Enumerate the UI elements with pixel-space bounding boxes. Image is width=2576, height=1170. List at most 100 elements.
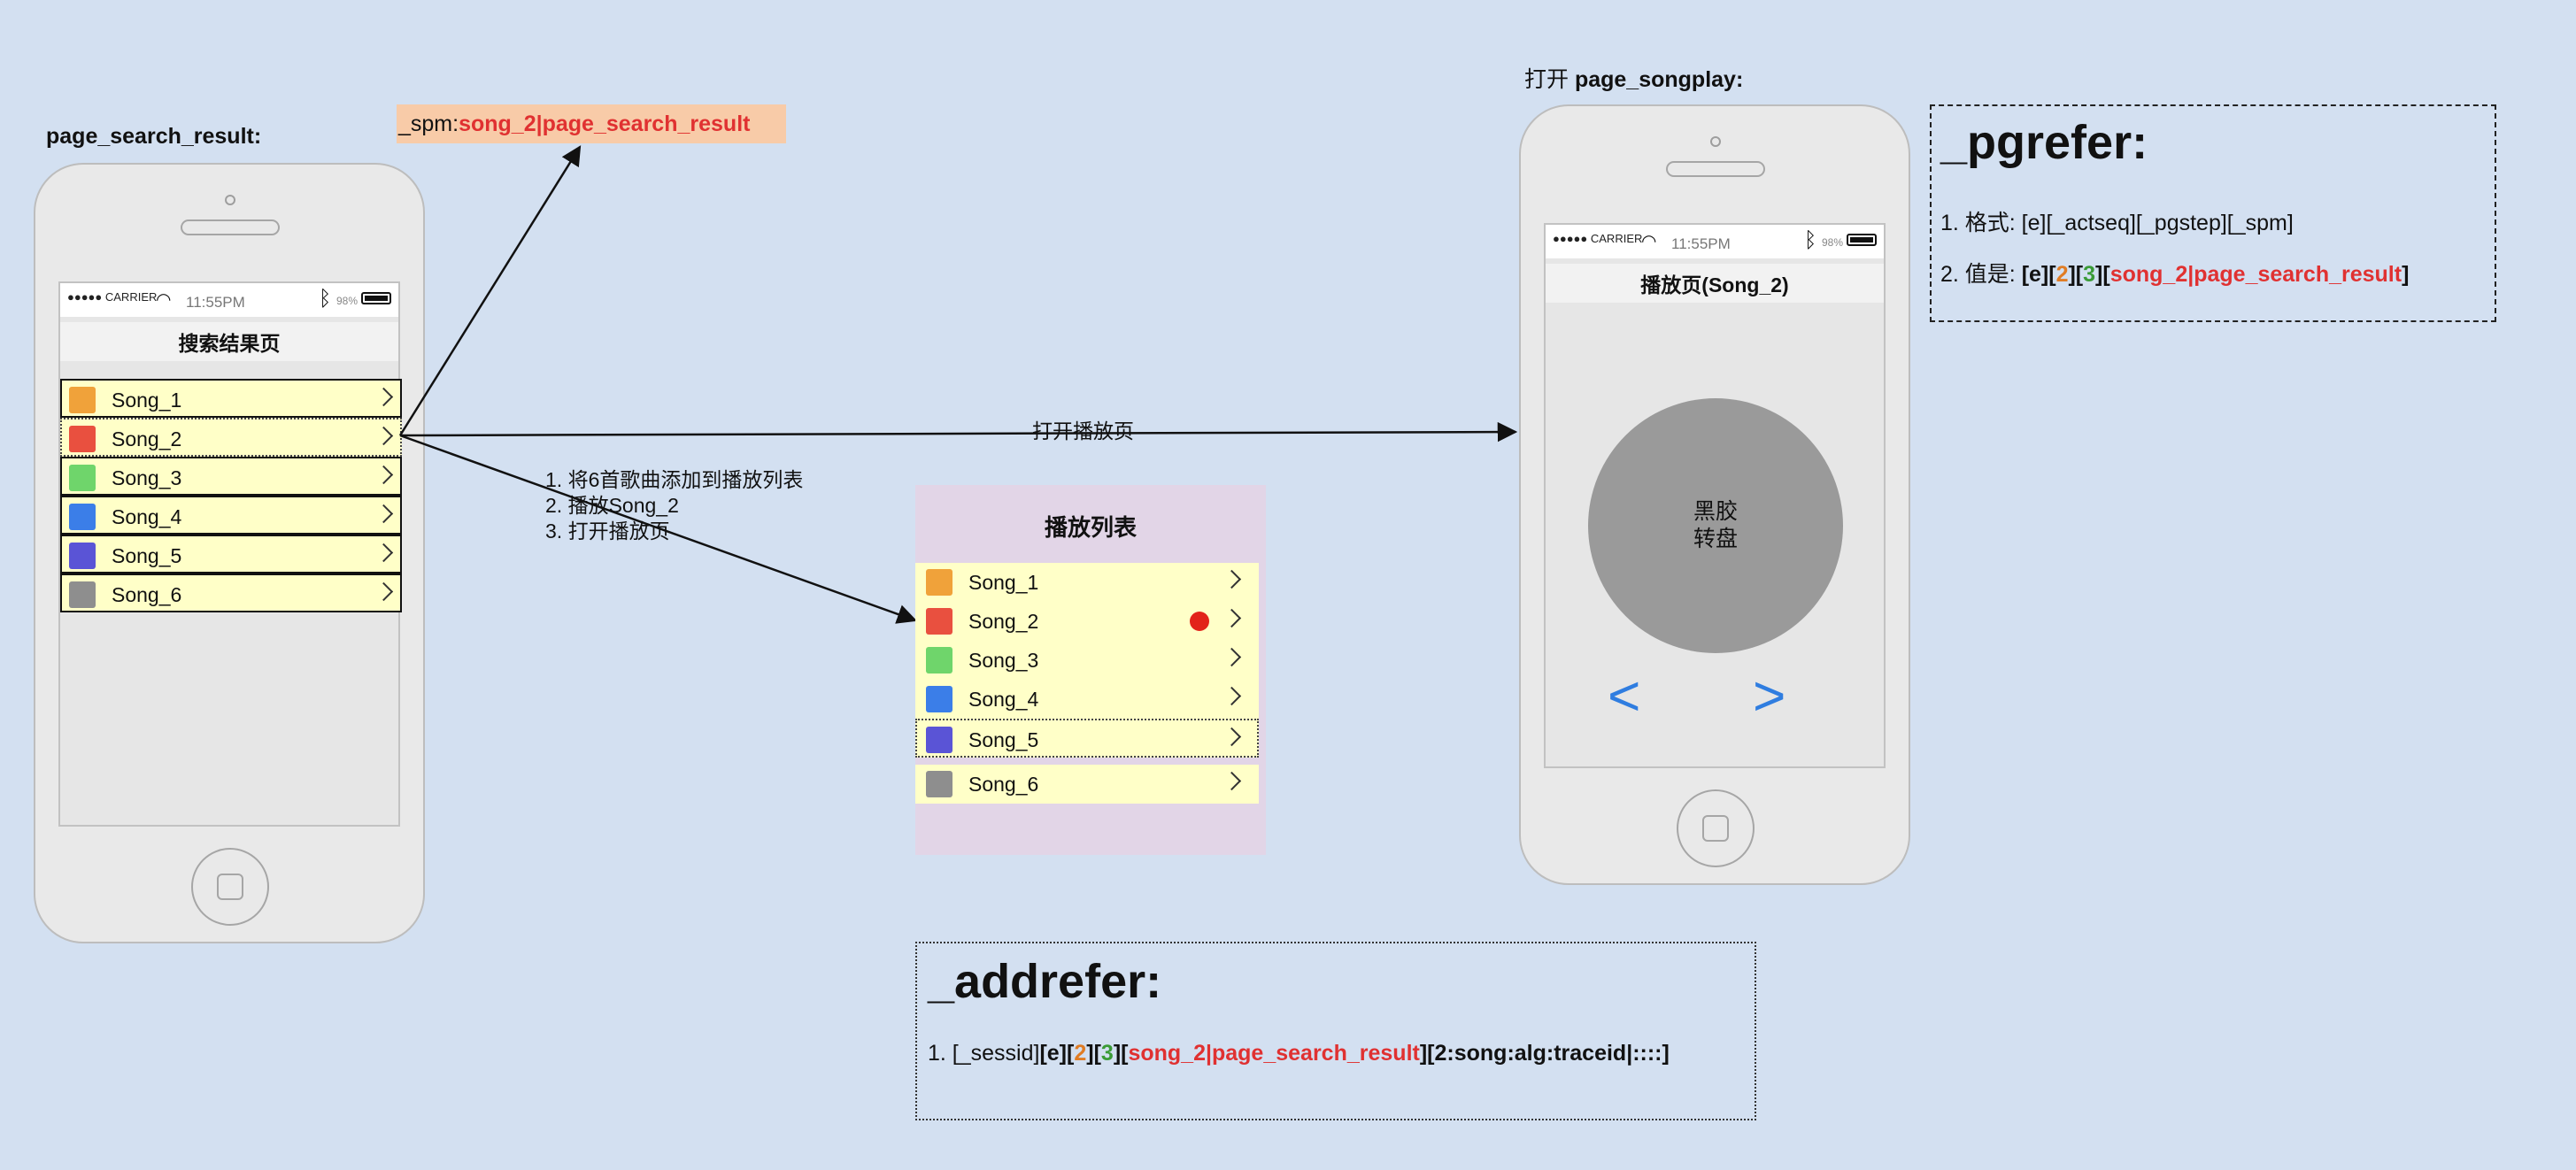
song-label: Song_4: [112, 505, 182, 528]
bracket: ][: [1086, 1041, 1101, 1066]
addrefer-e: [e]: [1039, 1041, 1068, 1066]
addrefer-value: 1. [_sessid][e][2][3][song_2|page_search…: [928, 1041, 1670, 1066]
status-time: 11:55PM: [1671, 235, 1731, 252]
speaker-icon: [1666, 161, 1765, 177]
search-nav-title: 搜索结果页: [60, 322, 398, 361]
playlist-song-row-6[interactable]: Song_6: [915, 765, 1259, 804]
vinyl-turntable[interactable]: 黑胶 转盘: [1588, 398, 1843, 653]
status-time: 11:55PM: [186, 294, 245, 311]
battery-text: 98%: [336, 295, 359, 307]
pgrefer-value-prefix: 2. 值是:: [1940, 262, 2022, 287]
addrefer-spm: song_2|page_search_result: [1128, 1041, 1420, 1066]
next-button[interactable]: >: [1753, 664, 1786, 727]
pgrefer-title: _pgrefer:: [1940, 116, 2148, 169]
playlist-panel: 播放列表 Song_1 Song_2 Song_3 Song_4 Song_5 …: [915, 485, 1266, 855]
songplay-screen: ●●●●● CARRIER ◠ 11:55PM ᛒ 98% 播放页(Song_2…: [1544, 223, 1886, 768]
search-song-row-5[interactable]: Song_5: [60, 535, 402, 573]
song-color-swatch: [926, 727, 953, 753]
pgrefer-spm: song_2|page_search_result: [2109, 262, 2402, 287]
pgrefer-box: _pgrefer: 1. 格式: [e][_actseq][_pgstep][_…: [1930, 104, 2496, 322]
pgrefer-e: [e]: [2021, 262, 2049, 287]
playlist-song-row-1[interactable]: Song_1: [915, 563, 1259, 602]
wifi-icon: ◠: [1641, 232, 1657, 251]
arrow-open-label: 打开播放页: [1032, 420, 1134, 443]
playlist-song-row-5[interactable]: Song_5: [915, 719, 1259, 758]
arrow-to-spm: [398, 145, 582, 436]
home-button[interactable]: [1677, 789, 1755, 867]
song-label: Song_4: [968, 688, 1039, 711]
home-button[interactable]: [191, 848, 269, 926]
now-playing-dot-icon: [1190, 612, 1209, 631]
addrefer-suffix: ][2:song:alg:traceid|::::]: [1419, 1041, 1670, 1066]
bracket: [: [2048, 262, 2056, 287]
song-color-swatch: [926, 608, 953, 635]
bracket: [: [1067, 1041, 1075, 1066]
song-label: Song_5: [112, 544, 182, 567]
song-label: Song_6: [112, 583, 182, 606]
chevron-right-icon: [1222, 727, 1242, 747]
pgrefer-value: 2. 值是: [e][2][3][song_2|page_search_resu…: [1940, 257, 2409, 289]
carrier-text: ●●●●● CARRIER: [67, 290, 158, 304]
songplay-label-name: page_songplay:: [1574, 67, 1744, 92]
song-label: Song_1: [968, 571, 1039, 594]
pgrefer-format: 1. 格式: [e][_actseq][_pgstep][_spm]: [1940, 211, 2294, 235]
chevron-right-icon: [1222, 771, 1242, 791]
addrefer-actseq: 2: [1074, 1041, 1087, 1066]
songplay-nav-title: 播放页(Song_2): [1546, 264, 1884, 303]
chevron-right-icon: [1222, 686, 1242, 706]
spm-label: _spm: song_2|page_search_result: [397, 104, 786, 143]
playlist-title: 播放列表: [1044, 514, 1137, 541]
search-song-row-4[interactable]: Song_4: [60, 496, 402, 535]
song-color-swatch: [69, 543, 96, 569]
song-label: Song_3: [968, 649, 1039, 672]
prev-button[interactable]: <: [1608, 664, 1641, 727]
search-song-row-1[interactable]: Song_1: [60, 379, 402, 418]
step-3: 3. 打开播放页: [545, 520, 670, 543]
chevron-right-icon: [1222, 608, 1242, 628]
addrefer-title: _addrefer:: [928, 955, 1162, 1008]
search-song-row-6[interactable]: Song_6: [60, 573, 402, 612]
camera-icon: [225, 195, 235, 205]
battery-icon: [361, 292, 391, 304]
songplay-phone: ●●●●● CARRIER ◠ 11:55PM ᛒ 98% 播放页(Song_2…: [1519, 104, 1910, 885]
playlist-song-row-3[interactable]: Song_3: [915, 641, 1259, 680]
song-color-swatch: [926, 771, 953, 797]
song-label: Song_5: [968, 728, 1039, 751]
song-color-swatch: [69, 504, 96, 530]
vinyl-label-line1: 黑胶: [1693, 499, 1738, 524]
song-label: Song_2: [968, 610, 1039, 633]
spm-value: song_2|page_search_result: [459, 111, 751, 136]
steps-text: 1. 将6首歌曲添加到播放列表 2. 播放Song_2 3. 打开播放页: [545, 467, 803, 544]
song-color-swatch: [926, 647, 953, 674]
song-color-swatch: [926, 569, 953, 596]
arrow-open-play-page: [399, 421, 1518, 443]
bracket: ][: [2068, 262, 2084, 287]
speaker-icon: [181, 219, 280, 235]
playlist-song-row-2[interactable]: Song_2: [915, 602, 1259, 641]
camera-icon: [1710, 136, 1721, 147]
search-result-phone: ●●●●● CARRIER ◠ 11:55PM ᛒ 98% 搜索结果页 Song…: [34, 163, 425, 943]
search-song-row-2[interactable]: Song_2: [60, 418, 402, 457]
battery-icon: [1847, 234, 1877, 246]
status-bar: ●●●●● CARRIER ◠ 11:55PM ᛒ 98%: [60, 283, 398, 317]
song-color-swatch: [69, 465, 96, 491]
songplay-page-label: 打开 page_songplay:: [1524, 62, 1743, 94]
bracket: ][: [1113, 1041, 1129, 1066]
chevron-right-icon: [1222, 569, 1242, 589]
step-2: 2. 播放Song_2: [545, 494, 679, 517]
battery-text: 98%: [1822, 236, 1844, 249]
vinyl-label-line2: 转盘: [1693, 527, 1738, 551]
song-color-swatch: [69, 426, 96, 452]
pgrefer-actseq: 2: [2055, 262, 2069, 287]
playlist-song-row-4[interactable]: Song_4: [915, 680, 1259, 719]
pgrefer-pgstep: 3: [2083, 262, 2096, 287]
search-song-row-3[interactable]: Song_3: [60, 457, 402, 496]
song-label: Song_1: [112, 389, 182, 412]
wifi-icon: ◠: [156, 290, 172, 310]
search-result-screen: ●●●●● CARRIER ◠ 11:55PM ᛒ 98% 搜索结果页 Song…: [58, 281, 402, 827]
search-page-label: page_search_result:: [46, 124, 262, 149]
bluetooth-icon: ᛒ: [319, 287, 332, 311]
songplay-label-prefix: 打开: [1524, 67, 1575, 92]
song-color-swatch: [69, 581, 96, 608]
addrefer-box: _addrefer: 1. [_sessid][e][2][3][song_2|…: [915, 942, 1756, 1120]
